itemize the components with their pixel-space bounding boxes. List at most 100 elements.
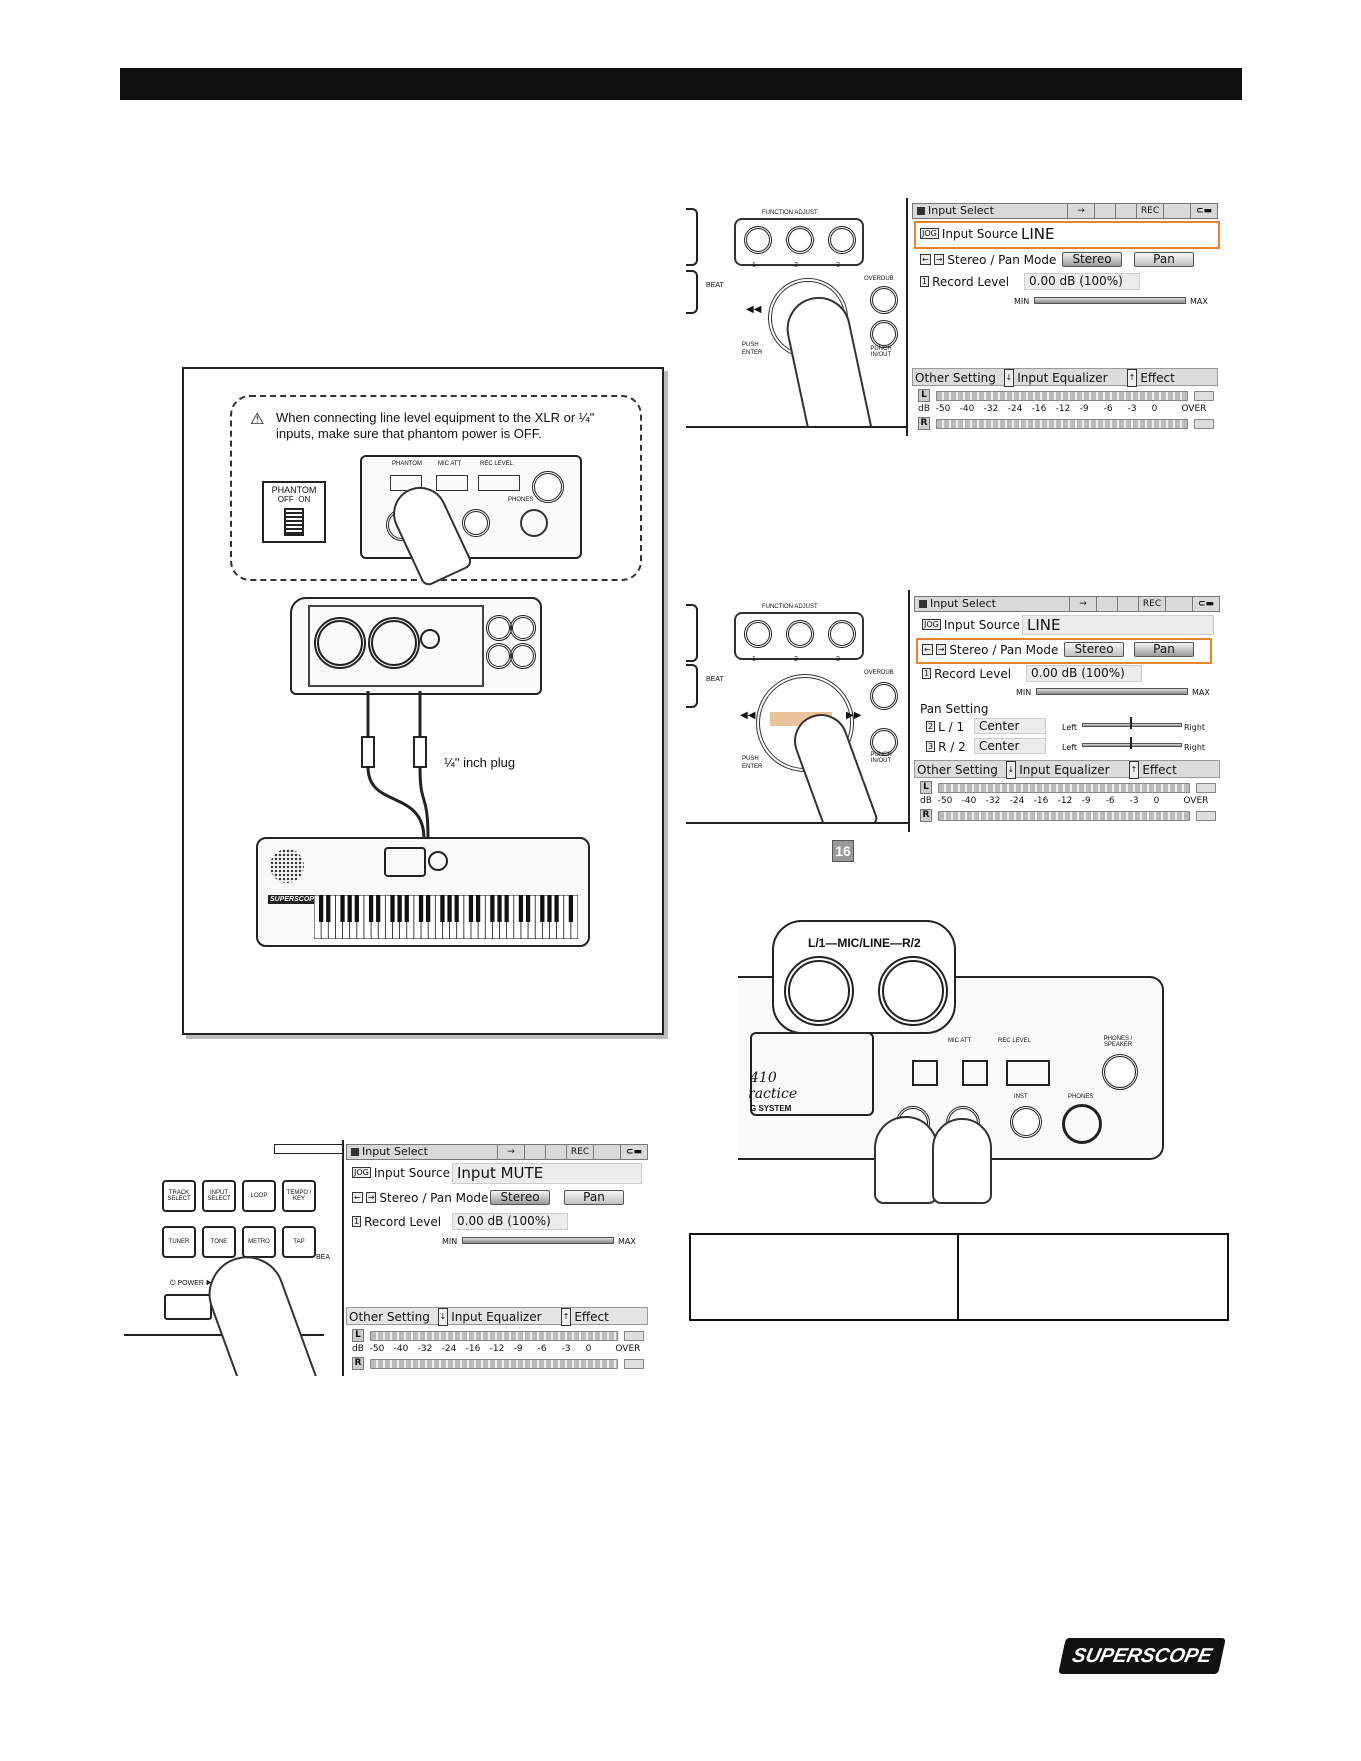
rec-indicator: REC [1136,204,1163,218]
function-button[interactable]: TAP [282,1226,316,1258]
record-level-slider[interactable] [1036,688,1188,695]
phantom-switch[interactable] [912,1060,938,1086]
function-knob-1[interactable] [744,620,772,648]
record-level-label: Record Level [934,667,1011,681]
lcd-screen-2: Input Select →REC⊂▬ JOGInput Source LINE… [914,596,1220,830]
function-knob-3[interactable] [828,226,856,254]
input-knob-l1[interactable] [784,956,854,1026]
black-key [526,895,530,922]
pan-l-value[interactable]: Center [974,718,1046,734]
function-button[interactable]: TONE [202,1226,236,1258]
function-knob-2[interactable] [786,620,814,648]
arrow-left-icon: ← [352,1192,363,1203]
meter-scale-tick: -6 [1104,404,1128,414]
record-level-slider[interactable] [1034,297,1186,304]
pan-button[interactable]: Pan [1134,252,1194,267]
meter-scale-tick: -24 [1010,796,1034,806]
input-eq-label[interactable]: Input Equalizer [1019,763,1109,777]
function-button[interactable]: TEMPO / KEY [282,1180,316,1212]
input-eq-label[interactable]: Input Equalizer [1017,371,1107,385]
black-key [497,895,501,922]
input-source-value[interactable]: LINE [1022,615,1214,635]
record-level-value[interactable]: 0.00 dB (100%) [1024,273,1140,290]
pan-button[interactable]: Pan [564,1190,624,1205]
over-label: OVER [1183,796,1208,806]
pan-l-slider[interactable] [1082,723,1182,727]
over-label: OVER [1181,404,1206,414]
up-arrow-icon: ↑ [1127,369,1138,387]
punch-button[interactable] [870,320,898,348]
pan-l-thumb[interactable] [1130,717,1132,729]
speaker-grille [270,849,304,883]
over-l [1196,783,1216,793]
knob-2-label: 2 [794,262,798,269]
meter-scale-tick: 0 [1152,404,1176,414]
function-button[interactable]: TUNER [162,1226,196,1258]
enter-label: ENTER [742,764,762,770]
black-key [447,895,451,922]
meter-scale-tick: 0 [586,1344,610,1354]
knob-1-label: 1 [752,262,756,269]
function-button[interactable]: TRACK SELECT [162,1180,196,1212]
keyboard-brand: SUPERSCOPE [268,895,321,904]
input-knob-r2[interactable] [878,956,948,1026]
function-knob-3[interactable] [828,620,856,648]
model-text: 410 [750,1070,777,1086]
black-key [490,895,494,922]
record-level-label: Record Level [364,1215,441,1229]
device-3: TRACK SELECTINPUT SELECTLOOPTEMPO / KEY T… [124,1144,342,1376]
other-setting-label: Other Setting [349,1310,430,1324]
keyboard-illustration: SUPERSCOPE [256,837,590,947]
inst-knob[interactable] [1010,1106,1042,1138]
effect-label[interactable]: Effect [574,1310,609,1324]
pan-r-value[interactable]: Center [974,738,1046,754]
black-key [540,895,544,922]
pan-button[interactable]: Pan [1134,642,1194,657]
function-button[interactable]: INPUT SELECT [202,1180,236,1212]
phones-knob[interactable] [1102,1054,1138,1090]
input-source-value[interactable]: Input MUTE [452,1163,642,1184]
overdub-button[interactable] [870,286,898,314]
arrow-right-icon: → [934,254,945,265]
pan-r-slider[interactable] [1082,743,1182,747]
micatt-label: MIC ATT [948,1038,971,1044]
meter-scale-tick: -3 [1130,796,1154,806]
knob-2-label: 2 [794,656,798,663]
overdub-button[interactable] [870,682,898,710]
black-key [376,895,380,922]
function-knob-2[interactable] [786,226,814,254]
input-eq-label[interactable]: Input Equalizer [451,1310,541,1324]
reclevel-switch[interactable] [1006,1060,1050,1086]
function-knob-1[interactable] [744,226,772,254]
record-level-value[interactable]: 0.00 dB (100%) [452,1213,568,1230]
stereo-button[interactable]: Stereo [490,1190,550,1205]
stereo-button[interactable]: Stereo [1064,642,1124,657]
meter-scale-tick: -9 [1082,796,1106,806]
effect-label[interactable]: Effect [1140,371,1175,385]
meter-scale-tick: -50 [938,796,962,806]
power-switch[interactable] [164,1294,212,1320]
effect-label[interactable]: Effect [1142,763,1177,777]
record-level-value[interactable]: 0.00 dB (100%) [1026,665,1142,682]
input-source-label: Input Source [944,618,1020,632]
input-source-label: Input Source [942,227,1018,241]
header-bar [120,68,1242,100]
input-source-value[interactable]: LINE [1017,225,1201,241]
pan-l-right-label: Right [1184,723,1205,732]
max-label: MAX [1192,688,1210,697]
function-button[interactable]: METRO [242,1226,276,1258]
black-key [455,895,459,922]
micatt-switch[interactable] [962,1060,988,1086]
pan-r-thumb[interactable] [1130,737,1132,749]
down-arrow-icon: ↓ [1004,369,1015,387]
divider-3 [342,1140,344,1376]
stereo-button[interactable]: Stereo [1062,252,1122,267]
jog-badge: JOG [922,619,941,630]
black-key [476,895,480,922]
record-level-slider[interactable] [462,1237,614,1244]
beat-label: BEAT [706,676,724,683]
meter-scale-tick: -50 [370,1344,394,1354]
other-setting-bar: Other Setting ↓Input Equalizer ↑Effect [912,368,1218,386]
function-button[interactable]: LOOP [242,1180,276,1212]
battery-icon: ⊂▬ [1192,597,1219,611]
